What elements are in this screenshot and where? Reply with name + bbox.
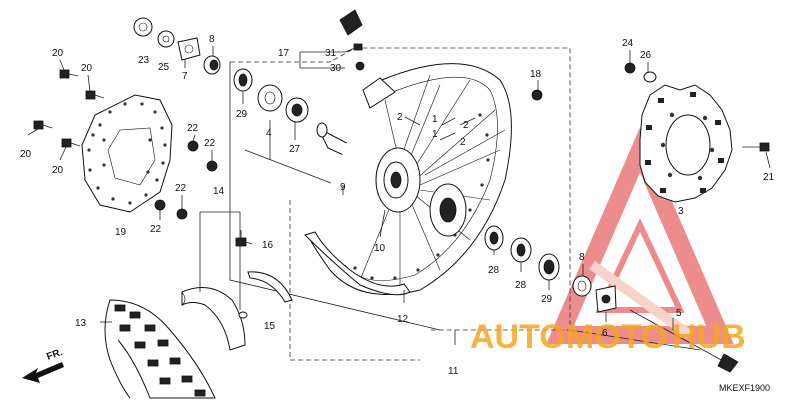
callout-22: 22 — [175, 183, 187, 194]
inner-tube — [181, 287, 248, 351]
callout-13: 13 — [75, 318, 87, 329]
callout-29: 29 — [541, 294, 553, 305]
callout-23: 23 — [138, 55, 150, 66]
callout-6: 6 — [602, 328, 608, 339]
callout-2: 2 — [463, 120, 469, 131]
brake-disc — [81, 94, 173, 213]
callout-31: 31 — [325, 48, 337, 59]
callout-20: 20 — [20, 149, 32, 160]
callout-1: 1 — [432, 129, 438, 140]
callout-14: 14 — [213, 186, 225, 197]
watermark-text: AUTO MOTO HUB — [470, 318, 746, 356]
rear-tire — [104, 299, 216, 399]
diagram-code: MKEXF1900 — [719, 383, 770, 393]
rear-sprocket — [624, 62, 770, 203]
callout-20: 20 — [52, 165, 64, 176]
callout-11: 11 — [448, 366, 459, 377]
watermark-word-moto: MOTO — [566, 318, 667, 356]
axle-parts — [572, 275, 739, 373]
rear-wheel — [304, 63, 512, 296]
callout-26: 26 — [640, 50, 652, 61]
callout-8: 8 — [209, 34, 215, 45]
callout-28: 28 — [488, 265, 500, 276]
callout-12: 12 — [397, 314, 409, 325]
callout-4: 4 — [266, 128, 272, 139]
callout-21: 21 — [763, 172, 775, 183]
callout-1: 1 — [432, 114, 438, 125]
callout-20: 20 — [81, 63, 93, 74]
callout-30: 30 — [330, 63, 342, 74]
callout-22: 22 — [204, 138, 216, 149]
callout-7: 7 — [182, 71, 188, 82]
front-direction-arrow: FR. — [22, 347, 64, 383]
callout-5: 5 — [676, 308, 682, 319]
callout-27: 27 — [289, 144, 301, 155]
callout-2: 2 — [460, 137, 466, 148]
disc-nut-icon — [154, 140, 218, 220]
watermark-word-auto: AUTO — [470, 318, 566, 356]
callout-2: 2 — [397, 112, 403, 123]
callout-20: 20 — [52, 48, 64, 59]
leader-lines — [27, 46, 771, 345]
rim-strip — [247, 271, 293, 303]
watermark-word-hub: HUB — [672, 318, 746, 356]
callout-25: 25 — [158, 62, 170, 73]
callout-22: 22 — [187, 123, 199, 134]
callout-19: 19 — [115, 227, 127, 238]
callout-9: 9 — [340, 182, 346, 193]
callout-17: 17 — [278, 48, 290, 59]
callout-28: 28 — [515, 280, 527, 291]
callout-24: 24 — [622, 38, 634, 49]
bearing-parts-top — [133, 17, 221, 75]
valve-parts — [339, 9, 543, 101]
callout-15: 15 — [264, 321, 276, 332]
watermark-logo — [546, 127, 734, 344]
callout-18: 18 — [530, 69, 542, 80]
callout-16: 16 — [262, 240, 274, 251]
callout-22: 22 — [150, 224, 162, 235]
disc-bolt-icon — [33, 69, 105, 148]
callout-8: 8 — [579, 252, 585, 263]
valve-stem — [235, 230, 247, 247]
hub-right-parts — [484, 225, 560, 281]
callout-3: 3 — [678, 206, 684, 217]
callout-labels: 1 1 2 2 2 3 4 5 6 7 8 8 9 10 11 12 13 14… — [20, 34, 775, 377]
callout-10: 10 — [374, 243, 386, 254]
direction-label: FR. — [45, 347, 64, 363]
callout-29: 29 — [236, 109, 248, 120]
